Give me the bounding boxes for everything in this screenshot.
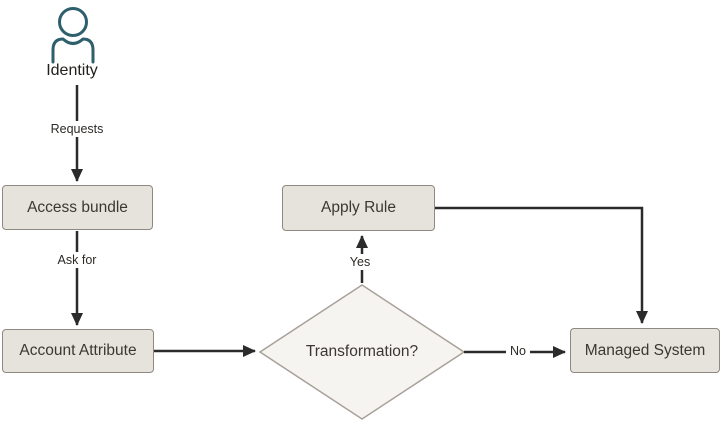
edge-label-no: No	[506, 343, 530, 359]
node-apply-rule: Apply Rule	[282, 185, 435, 231]
edge-label-yes: Yes	[345, 254, 375, 270]
decision-diamond-transformation	[258, 284, 466, 420]
node-account-attribute: Account Attribute	[2, 329, 154, 373]
edge-apply-rule-to-managed-system	[435, 206, 648, 324]
node-managed-system: Managed System	[570, 328, 720, 373]
person-icon	[51, 7, 95, 64]
edge-label-ask-for: Ask for	[53, 252, 101, 268]
decision-label-transformation: Transformation?	[305, 343, 419, 360]
edge-label-requests: Requests	[46, 121, 108, 137]
actor-label-identity: Identity	[46, 62, 98, 79]
node-access-bundle: Access bundle	[2, 185, 153, 230]
